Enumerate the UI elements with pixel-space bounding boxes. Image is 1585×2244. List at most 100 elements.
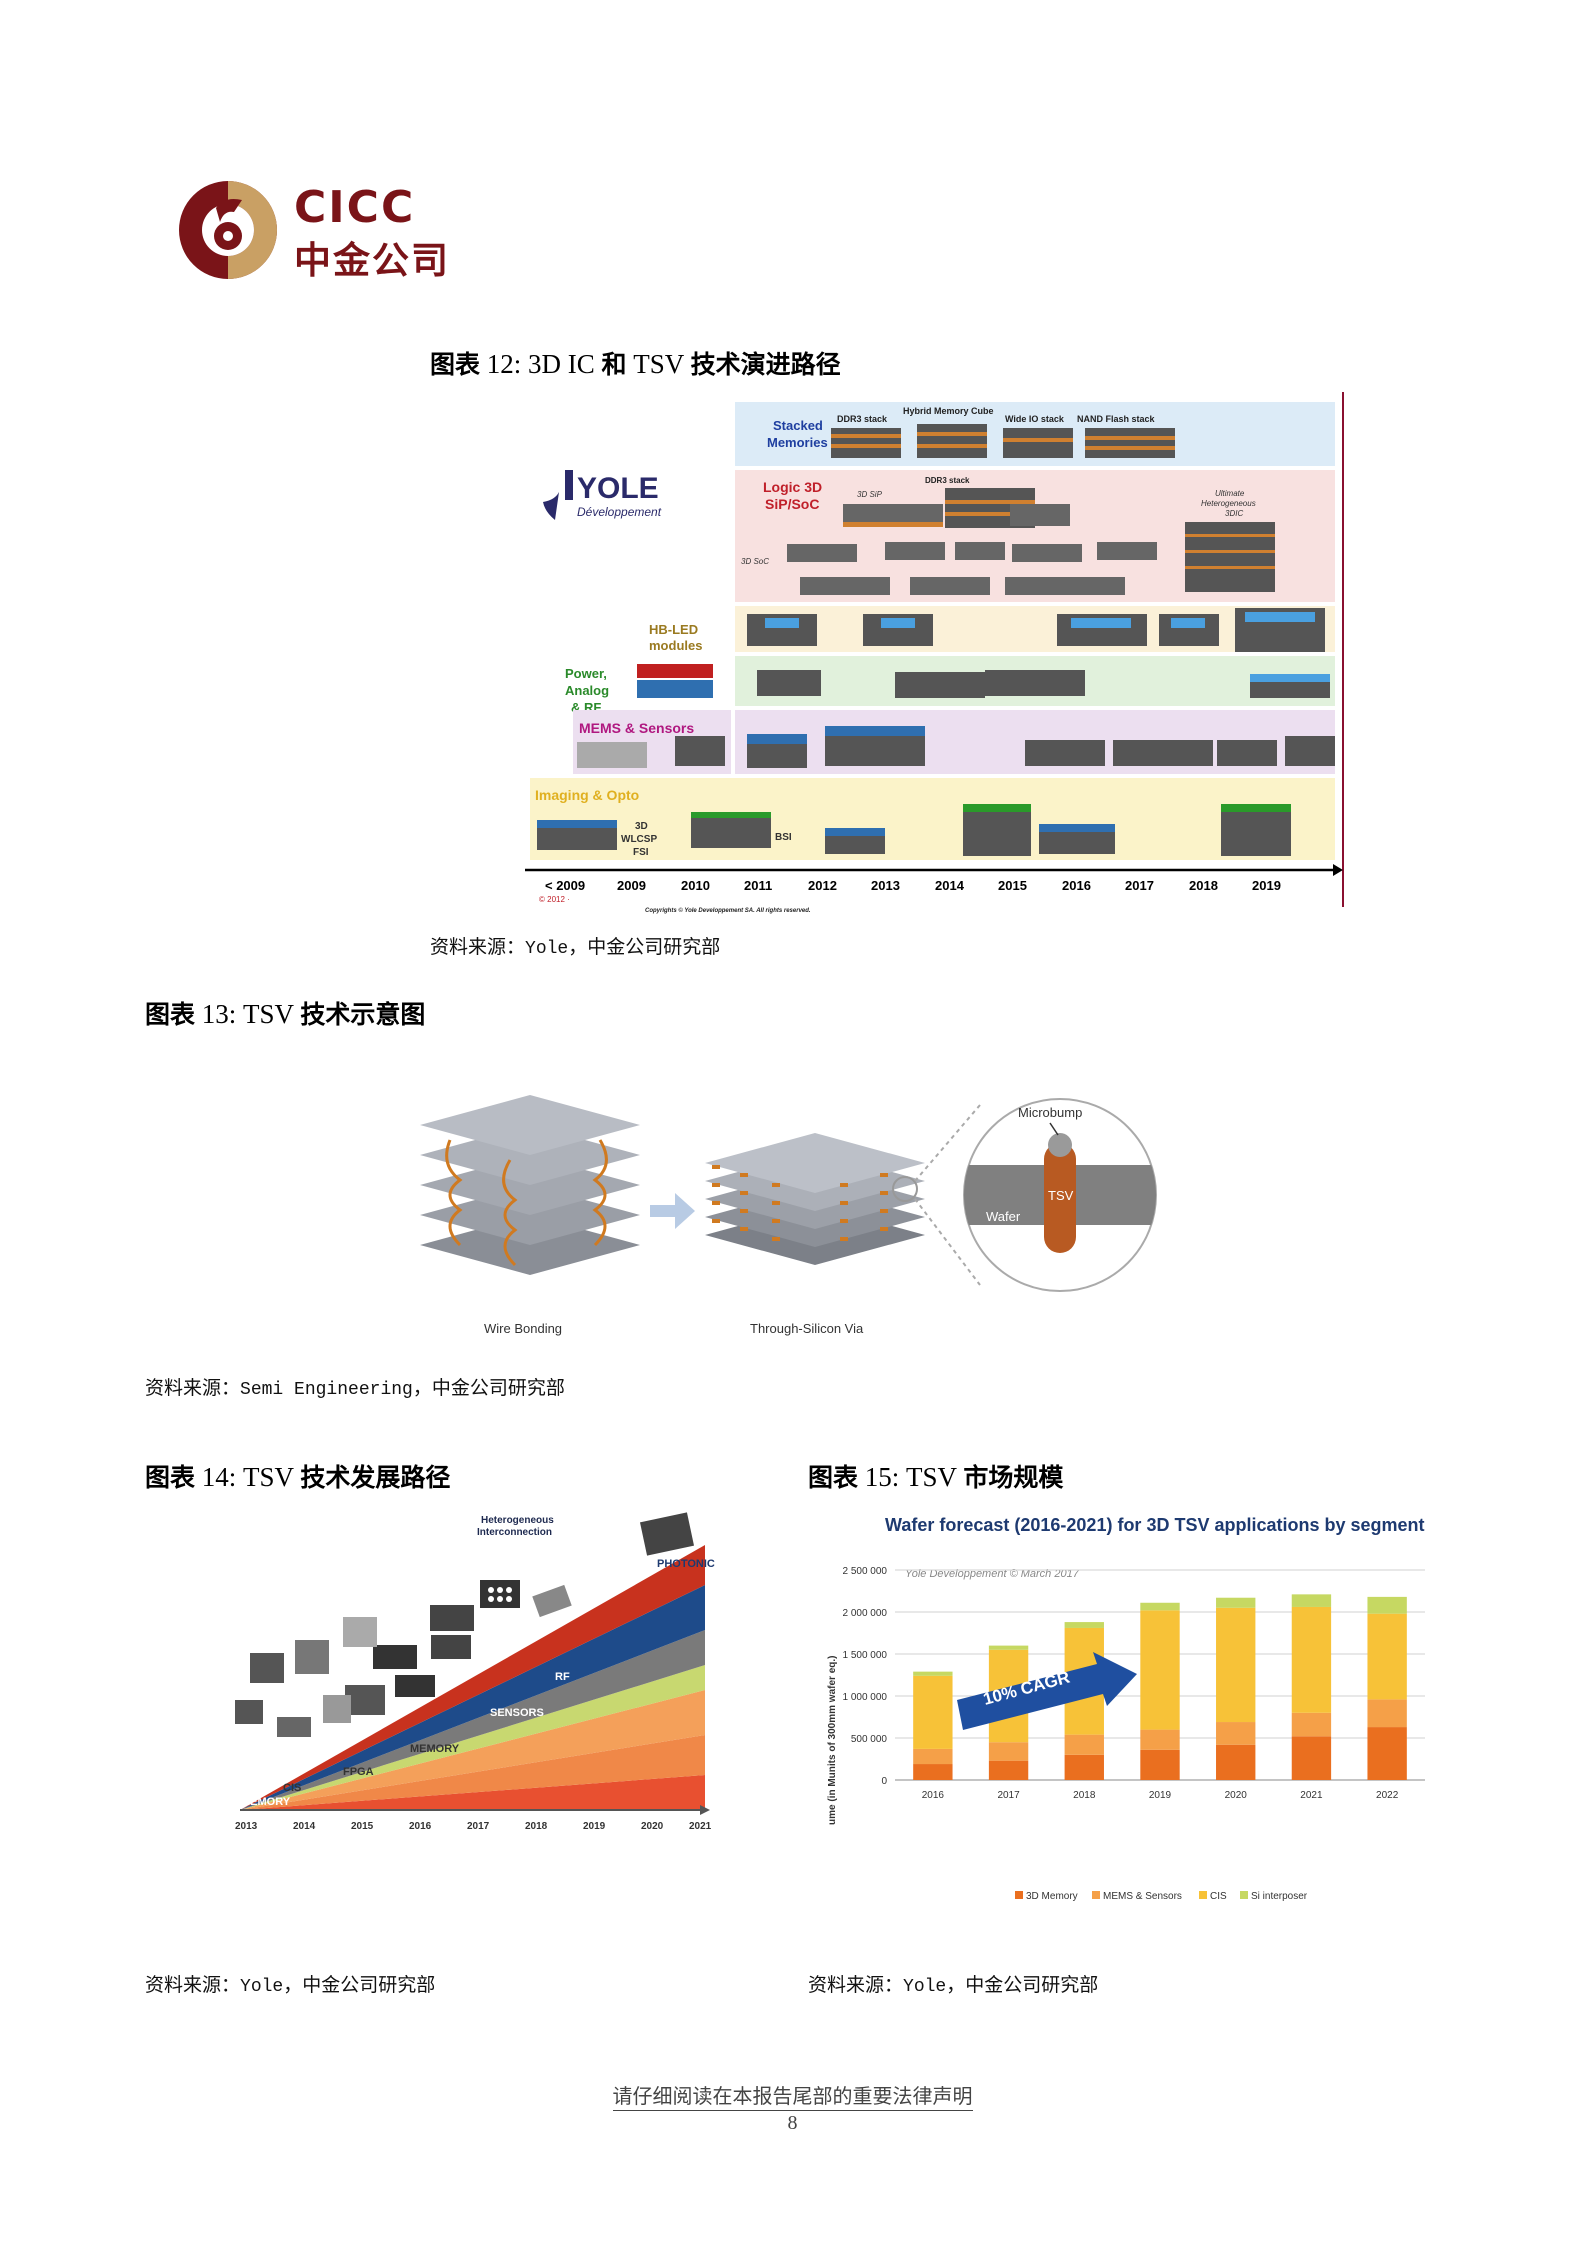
legend-swatch xyxy=(1015,1891,1023,1899)
svg-text:2016: 2016 xyxy=(1062,878,1091,893)
tsv-stack xyxy=(705,1133,925,1265)
x-tick-label: 2020 xyxy=(1225,1790,1248,1801)
svg-text:Ultimate: Ultimate xyxy=(1215,489,1245,498)
svg-text:Copyrights © Yole Developpemen: Copyrights © Yole Developpement SA. All … xyxy=(645,907,811,914)
svg-text:Microbump: Microbump xyxy=(1018,1105,1082,1120)
svg-text:2017: 2017 xyxy=(1125,878,1154,893)
svg-text:NAND Flash stack: NAND Flash stack xyxy=(1077,414,1156,424)
bar-segment xyxy=(1291,1594,1332,1607)
svg-text:2019: 2019 xyxy=(1252,878,1281,893)
svg-text:MEMORY: MEMORY xyxy=(241,1796,291,1808)
svg-text:PHOTONIC: PHOTONIC xyxy=(657,1558,715,1570)
y-tick-label: 500 000 xyxy=(851,1734,888,1745)
bar-segment xyxy=(1367,1596,1407,1614)
svg-text:2015: 2015 xyxy=(998,878,1027,893)
y-tick-label: 2 000 000 xyxy=(843,1608,888,1619)
svg-text:Memories: Memories xyxy=(767,435,828,450)
x-tick-label: 2019 xyxy=(1149,1790,1172,1801)
svg-text:HB-LED: HB-LED xyxy=(649,622,698,637)
legend-label: Si interposer xyxy=(1251,1891,1308,1902)
mems-sensor-chips xyxy=(577,726,1335,768)
x-tick-label: 2018 xyxy=(1073,1790,1096,1801)
svg-text:MEMS & Sensors: MEMS & Sensors xyxy=(579,720,694,736)
cagr-arrow: 10% CAGR xyxy=(957,1652,1137,1730)
bar-segment xyxy=(913,1675,953,1749)
bar-segment xyxy=(913,1671,953,1676)
x-tick-label: 2021 xyxy=(1300,1790,1323,1801)
svg-text:Imaging & Opto: Imaging & Opto xyxy=(535,787,639,803)
chart-subtitle: Yole Developpement © March 2017 xyxy=(905,1568,1080,1580)
yole-logo: YOLE Développement xyxy=(543,470,662,520)
svg-text:Wide IO stack: Wide IO stack xyxy=(1005,414,1065,424)
bar-segment xyxy=(913,1748,953,1765)
bar-segment xyxy=(913,1764,953,1780)
svg-text:3D SoC: 3D SoC xyxy=(741,557,769,566)
svg-text:Stacked: Stacked xyxy=(773,418,823,433)
svg-text:YOLE: YOLE xyxy=(577,472,659,505)
svg-text:2012: 2012 xyxy=(808,878,837,893)
legend-label: CIS xyxy=(1210,1891,1227,1902)
svg-text:Heterogeneous: Heterogeneous xyxy=(481,1515,554,1526)
chart-title: Wafer forecast (2016-2021) for 3D TSV ap… xyxy=(885,1515,1425,1535)
fig14-title: 图表 14: TSV 技术发展路径 xyxy=(145,1462,451,1492)
svg-text:BSI: BSI xyxy=(775,832,792,843)
y-tick-label: 2 500 000 xyxy=(843,1566,888,1577)
svg-text:Wire Bonding: Wire Bonding xyxy=(484,1321,562,1336)
svg-text:2013: 2013 xyxy=(871,878,900,893)
svg-text:Interconnection: Interconnection xyxy=(477,1527,552,1538)
hb-led-chips xyxy=(747,608,1325,652)
svg-text:RF: RF xyxy=(555,1671,570,1683)
fig14-chips xyxy=(235,1512,695,1737)
svg-text:2011: 2011 xyxy=(744,878,772,893)
svg-text:2018: 2018 xyxy=(525,1821,548,1832)
x-tick-label: 2022 xyxy=(1376,1790,1399,1801)
fig15-source: 资料来源：Yole，中金公司研究部 xyxy=(808,1974,1099,1997)
bar-segment xyxy=(1291,1712,1332,1737)
svg-text:Through-Silicon Via: Through-Silicon Via xyxy=(750,1321,864,1336)
cicc-logo-mark xyxy=(179,181,277,279)
bar-segment xyxy=(1291,1606,1332,1713)
svg-text:2015: 2015 xyxy=(351,1821,374,1832)
fig13-title: 图表 13: TSV 技术示意图 xyxy=(145,999,426,1029)
bar-segment xyxy=(1064,1622,1104,1628)
svg-text:2010: 2010 xyxy=(681,878,710,893)
wire-bonding-stack xyxy=(420,1095,640,1275)
svg-text:FPGA: FPGA xyxy=(343,1766,374,1778)
bar-segment xyxy=(1140,1729,1180,1750)
imaging-opto-chips: 3D WLCSP FSI BSI xyxy=(537,804,1291,858)
svg-text:2009: 2009 xyxy=(617,878,646,893)
legend-label: MEMS & Sensors xyxy=(1103,1891,1182,1902)
bar-segment xyxy=(988,1760,1029,1780)
svg-text:© 2012 ·: © 2012 · xyxy=(539,895,570,904)
chart-y-axis-label: ume (in Munits of 300mm wafer eq.) xyxy=(827,1656,838,1825)
bar-segment xyxy=(1367,1699,1407,1728)
svg-text:2018: 2018 xyxy=(1189,878,1218,893)
page-number: 8 xyxy=(787,2112,798,2134)
legend-swatch xyxy=(1240,1891,1248,1899)
svg-text:Logic 3D: Logic 3D xyxy=(763,479,822,495)
svg-text:2014: 2014 xyxy=(935,878,965,893)
svg-text:2017: 2017 xyxy=(467,1821,490,1832)
legend-swatch xyxy=(1092,1891,1100,1899)
fig15-wafer-forecast-chart: Wafer forecast (2016-2021) for 3D TSV ap… xyxy=(827,1515,1425,1902)
fig14-roadmap: MEMORY CIS FPGA MEMORY SENSORS RF PHOTON… xyxy=(235,1512,715,1832)
bar-segment xyxy=(1140,1610,1180,1730)
x-tick-label: 2016 xyxy=(922,1790,945,1801)
svg-text:2021: 2021 xyxy=(689,1821,712,1832)
logo-text-cn: 中金公司 xyxy=(294,239,450,282)
svg-text:3D SiP: 3D SiP xyxy=(857,490,883,499)
svg-text:DDR3 stack: DDR3 stack xyxy=(837,414,888,424)
fig12-source: 资料来源：Yole，中金公司研究部 xyxy=(430,936,721,959)
svg-text:Développement: Développement xyxy=(577,505,662,519)
svg-text:CIS: CIS xyxy=(283,1782,301,1794)
y-tick-label: 1 000 000 xyxy=(843,1692,888,1703)
bar-segment xyxy=(1216,1597,1256,1608)
fig12-timeline: < 2009 2009 2010 2011 2012 2013 2014 201… xyxy=(545,878,1281,893)
svg-text:Power,: Power, xyxy=(565,666,607,681)
svg-text:Analog: Analog xyxy=(565,683,609,698)
svg-text:2013: 2013 xyxy=(235,1821,258,1832)
fig13-tsv-diagram: Wire Bonding Through-Silicon Via Microbu… xyxy=(420,1095,1157,1336)
fig13-source: 资料来源：Semi Engineering，中金公司研究部 xyxy=(145,1377,565,1400)
svg-text:SiP/SoC: SiP/SoC xyxy=(765,496,819,512)
bar-segment xyxy=(1291,1736,1332,1780)
